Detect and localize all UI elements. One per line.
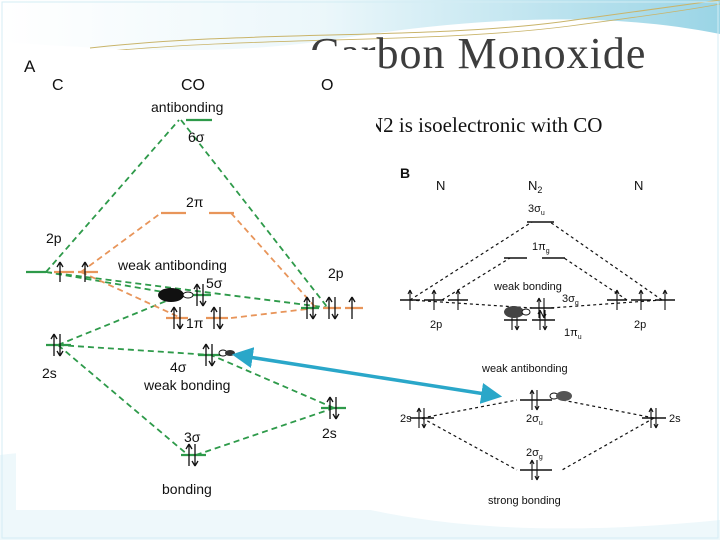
three-sigma-label: 3σ [184, 429, 201, 445]
n2-correlation-lines [409, 221, 663, 471]
carbon-header: C [52, 77, 64, 94]
o-2p-label: 2p [328, 265, 344, 281]
n2-2sigma-g-label: 2σg [526, 447, 543, 461]
n-left-header: N [436, 178, 445, 193]
n2-weak-bonding-label: weak bonding [493, 281, 562, 293]
header-wave-line [89, 0, 720, 49]
bonding-label: bonding [162, 481, 212, 497]
panel-b-label: B [400, 165, 410, 181]
o-2s-label: 2s [322, 425, 337, 441]
n2-2p-left-label: 2p [430, 319, 442, 331]
n2-2sigma-u-label: 2σu [526, 413, 543, 427]
sigma-correlation-lines [45, 119, 335, 456]
c-2p-label: 2p [46, 230, 62, 246]
n2-header: N2 [528, 178, 542, 195]
n2-2s-right-label: 2s [669, 413, 681, 425]
header-wave [0, 0, 720, 51]
n2-electron-arrows [407, 289, 668, 481]
six-sigma-label: 6σ [188, 129, 205, 145]
n2-3sigma-u-label: 3σu [528, 203, 545, 217]
two-pi-label: 2π [186, 194, 204, 210]
n2-2sigma-u-lobe-icon [549, 391, 572, 401]
c-2s-label: 2s [42, 365, 57, 381]
weak-bonding-label: weak bonding [143, 377, 230, 393]
n2-weak-antibonding-label: weak antibonding [481, 363, 568, 375]
weak-antibonding-label: weak antibonding [117, 257, 227, 273]
n2-1pi-g-label: 1πg [532, 241, 550, 255]
antibonding-label: antibonding [151, 99, 223, 115]
n2-strong-bonding-label: strong bonding [488, 495, 561, 507]
four-sigma-label: 4σ [170, 359, 187, 375]
five-sigma-label: 5σ [206, 275, 223, 291]
panel-a-label: A [24, 57, 36, 76]
four-sigma-lobe-icon [218, 349, 235, 357]
five-sigma-lobe-icon [158, 288, 194, 302]
co-mo-diagram: A C CO O [16, 50, 376, 510]
pi-correlation-lines [80, 212, 317, 319]
co-header: CO [181, 77, 205, 94]
n2-3sigma-g-label: 3σg [562, 293, 579, 307]
oxygen-header: O [321, 77, 333, 94]
n2-3sigma-g-lobe-icon [504, 306, 531, 318]
n2-2p-right-label: 2p [634, 319, 646, 331]
n-right-header: N [634, 178, 643, 193]
n2-2s-left-label: 2s [400, 413, 412, 425]
n2-mo-diagram: B N N2 N [392, 160, 684, 510]
n2-1pi-u-label: 1πu [564, 327, 582, 341]
one-pi-label: 1π [186, 315, 204, 331]
bullet-text: N2 is isoelectronic with CO [368, 113, 603, 137]
